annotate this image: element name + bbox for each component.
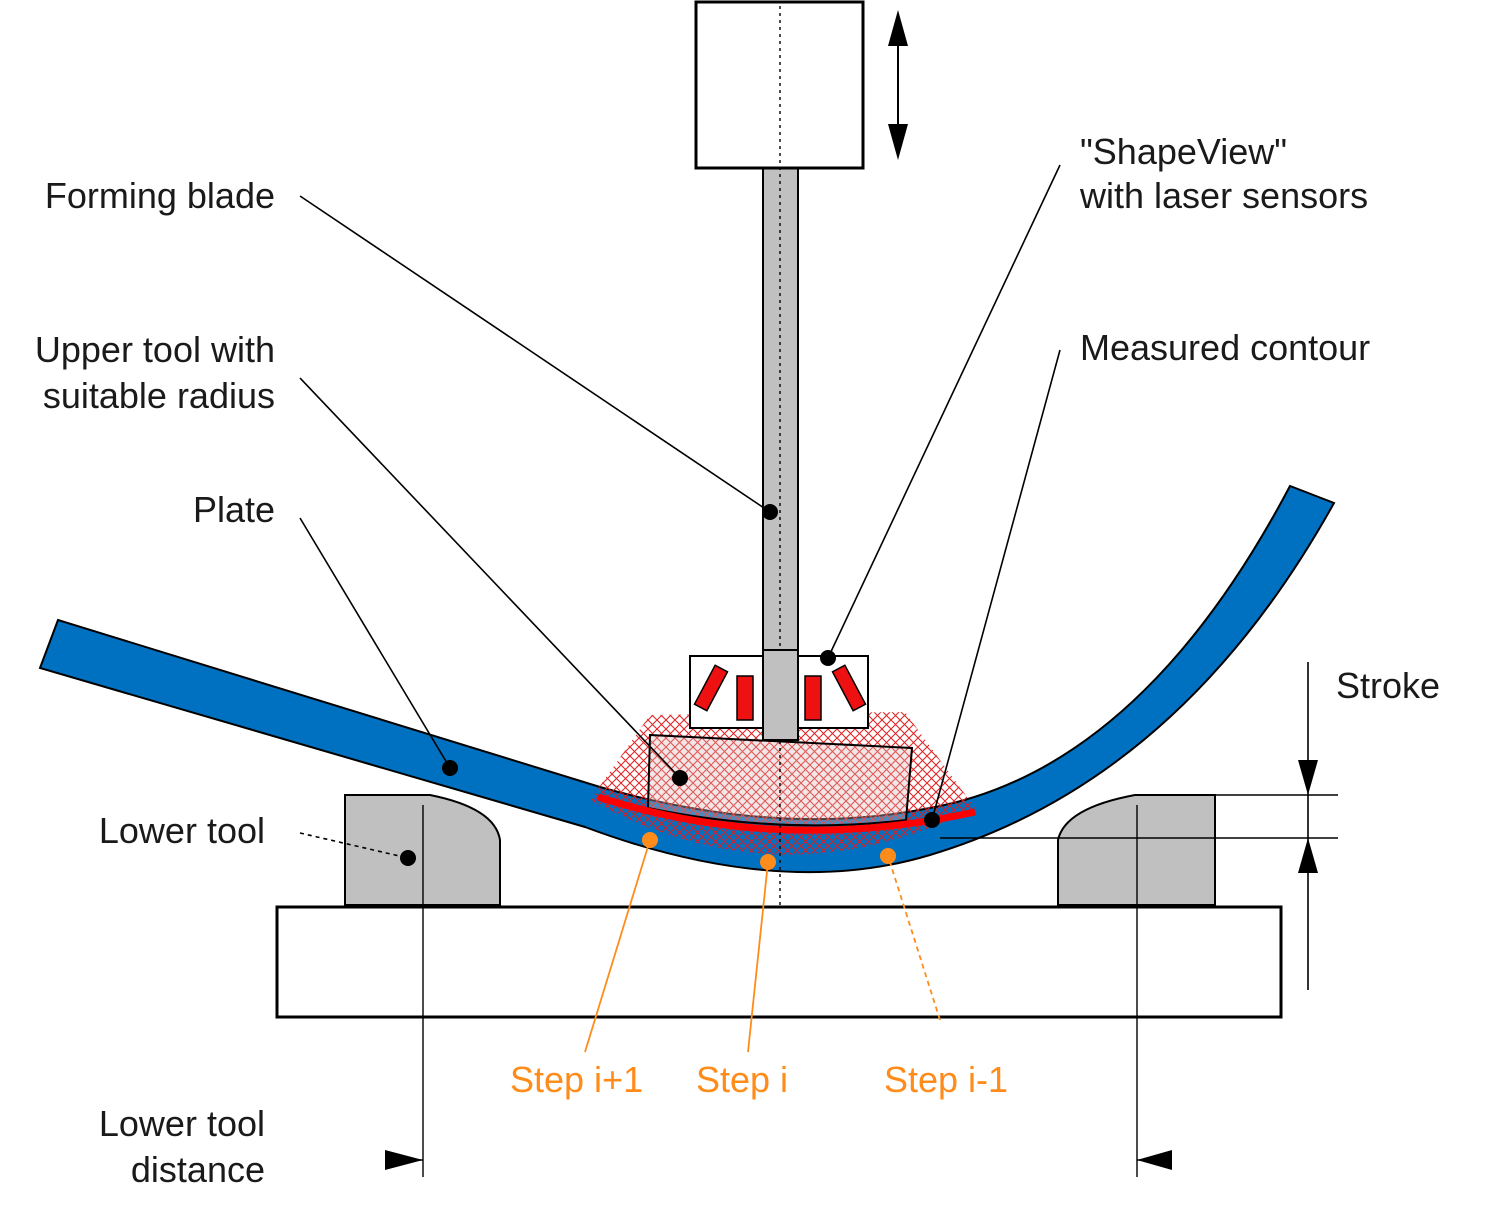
laser-sensor-3-icon: [804, 675, 822, 721]
dot-upper-tool: [672, 770, 688, 786]
dot-measured-contour: [924, 812, 940, 828]
leader-step-next: [584, 839, 651, 1053]
label-shapeview-line1: "ShapeView": [1080, 131, 1287, 172]
leader-measured-contour: [931, 349, 1061, 821]
measured-contour-line: [596, 793, 976, 834]
dot-forming-blade: [762, 504, 778, 520]
dot-step-prev: [880, 848, 896, 864]
label-measured-contour: Measured contour: [1080, 327, 1370, 368]
label-forming-blade: Forming blade: [45, 175, 275, 216]
laser-sensor-1-icon: [693, 664, 729, 712]
machine-base: [275, 905, 1283, 1019]
lower-tool-distance-dimension: [385, 1150, 1172, 1170]
dot-step-current: [760, 854, 776, 870]
stroke-dimension: [940, 662, 1338, 990]
leader-step-current: [747, 861, 769, 1053]
shapeview-sensor-housing: [689, 649, 869, 741]
leader-upper-tool: [299, 377, 681, 779]
leader-step-prev: [887, 855, 941, 1021]
vertical-motion-arrow-icon: [888, 10, 908, 160]
label-stroke: Stroke: [1336, 665, 1440, 706]
label-step-next: Step i+1: [510, 1059, 643, 1100]
upper-tool: [646, 733, 914, 827]
label-plate: Plate: [193, 489, 275, 530]
leader-forming-blade: [299, 195, 771, 513]
dot-shapeview: [820, 650, 836, 666]
label-upper-tool-line2: suitable radius: [43, 375, 275, 416]
leader-lower-tool: [299, 832, 409, 859]
dot-lower-tool: [400, 850, 416, 866]
label-lower-tool-distance-line1: Lower tool: [99, 1103, 265, 1144]
label-lower-tool: Lower tool: [99, 810, 265, 851]
label-step-prev: Step i-1: [884, 1059, 1008, 1100]
laser-sensor-4-icon: [831, 664, 867, 712]
dot-step-next: [642, 832, 658, 848]
label-upper-tool-line1: Upper tool with: [35, 329, 275, 370]
dot-plate: [442, 760, 458, 776]
leader-shapeview: [827, 164, 1061, 659]
label-lower-tool-distance-line2: distance: [131, 1149, 265, 1190]
laser-sensor-2-icon: [736, 675, 754, 721]
label-step-current: Step i: [696, 1059, 788, 1100]
leader-plate: [299, 517, 451, 769]
label-shapeview-line2: with laser sensors: [1079, 175, 1368, 216]
